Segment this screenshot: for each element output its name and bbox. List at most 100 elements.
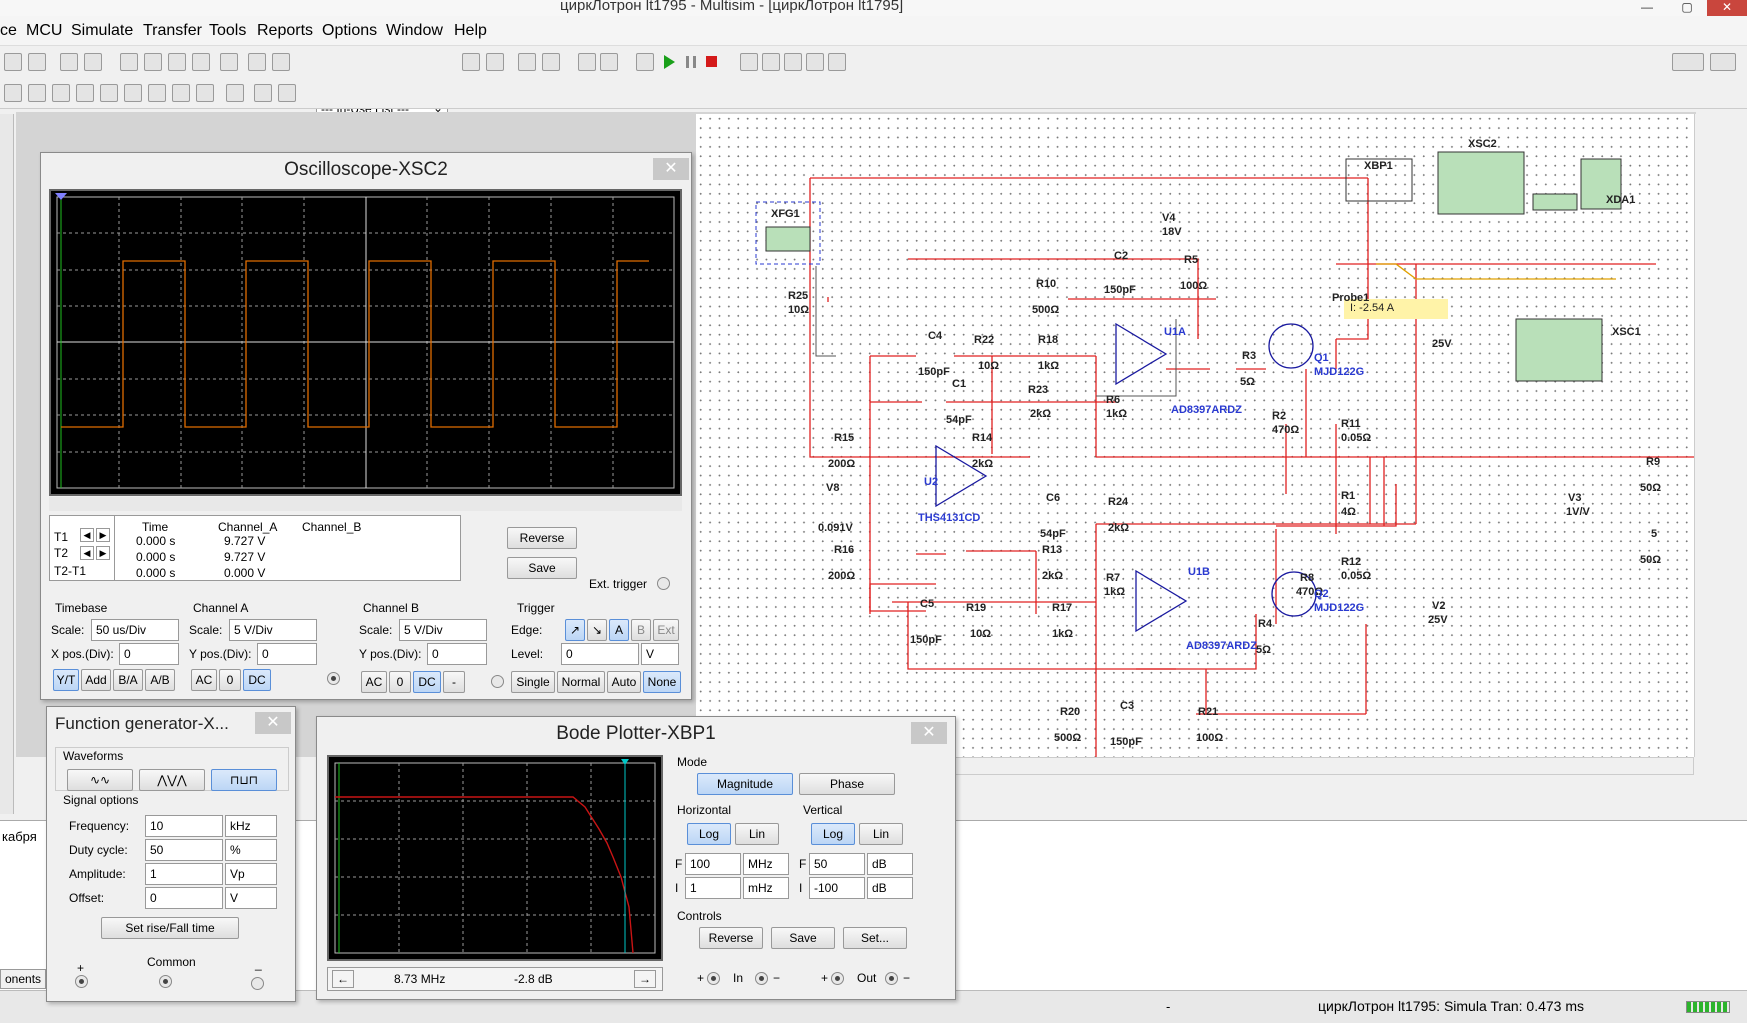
place-indicator-icon[interactable] [196, 84, 214, 102]
zoom-area-icon[interactable] [784, 53, 802, 71]
zoom-in-icon[interactable] [740, 53, 758, 71]
minimize-button[interactable]: — [1641, 0, 1653, 14]
place-ttl-icon[interactable] [124, 84, 142, 102]
place-cmos-icon[interactable] [148, 84, 166, 102]
pause-icon[interactable] [686, 56, 696, 68]
common-terminal[interactable] [159, 975, 172, 988]
place-diode-icon[interactable] [52, 84, 70, 102]
electrical-rules-icon[interactable] [272, 53, 290, 71]
ext-trigger-terminal[interactable] [657, 577, 670, 590]
oscilloscope-close-button[interactable]: ✕ [653, 158, 689, 180]
forward-annotate-icon[interactable] [518, 53, 536, 71]
run-icon[interactable] [664, 55, 675, 69]
chb-ac-button[interactable]: AC [361, 671, 387, 693]
close-button[interactable]: ✕ [1707, 0, 1747, 16]
bode-plotter-close-button[interactable]: ✕ [911, 722, 947, 744]
vertical-final-field[interactable]: 50 [809, 853, 865, 875]
set-rise-fall-button[interactable]: Set rise/Fall time [101, 917, 239, 939]
chb-ypos-field[interactable]: 0 [427, 643, 487, 665]
bode-reverse-button[interactable]: Reverse [699, 927, 763, 949]
annotate-icon[interactable] [542, 53, 560, 71]
duty-cycle-unit[interactable]: % [225, 839, 277, 861]
bode-save-button[interactable]: Save [771, 927, 835, 949]
place-analog-icon[interactable] [100, 84, 118, 102]
horizontal-final-field[interactable]: 100 [685, 853, 741, 875]
amplitude-unit[interactable]: Vp [225, 863, 277, 885]
probe-icon[interactable] [462, 53, 480, 71]
breadboard-icon[interactable] [1710, 53, 1736, 71]
square-wave-icon[interactable]: ⊓⊔⊓ [211, 769, 277, 791]
paste-icon[interactable] [28, 53, 46, 71]
cha-terminal[interactable] [327, 672, 340, 685]
trigger-auto-button[interactable]: Auto [607, 671, 641, 693]
phase-button[interactable]: Phase [799, 773, 895, 795]
cha-ypos-field[interactable]: 0 [257, 643, 317, 665]
menu-window[interactable]: Window [386, 22, 443, 39]
horizontal-lin-button[interactable]: Lin [735, 823, 779, 845]
menu-ce[interactable]: ce [0, 22, 17, 39]
place-source-icon[interactable] [4, 84, 22, 102]
out-minus-terminal[interactable] [885, 972, 898, 985]
plus-terminal[interactable] [75, 975, 88, 988]
menu-options[interactable]: Options [322, 22, 378, 39]
t2-right-arrow-icon[interactable]: ▶ [96, 546, 110, 560]
osc-save-button[interactable]: Save [507, 557, 577, 579]
magnitude-button[interactable]: Magnitude [697, 773, 793, 795]
trigger-none-button[interactable]: None [643, 671, 681, 693]
vertical-log-button[interactable]: Log [811, 823, 855, 845]
components-tab[interactable]: onents [0, 969, 47, 989]
copy-icon[interactable] [4, 53, 22, 71]
ba-button[interactable]: B/A [113, 669, 143, 691]
help-icon[interactable] [600, 53, 618, 71]
horizontal-initial-unit[interactable]: mHz [743, 877, 789, 899]
add-button[interactable]: Add [81, 669, 111, 691]
in-minus-terminal[interactable] [755, 972, 768, 985]
chb-minus-button[interactable]: - [443, 671, 465, 693]
place-misc-icon[interactable] [172, 84, 190, 102]
cha-scale-field[interactable]: 5 V/Div [229, 619, 317, 641]
bode-screen[interactable] [327, 755, 663, 961]
menu-reports[interactable]: Reports [257, 22, 314, 39]
t1-right-arrow-icon[interactable]: ▶ [96, 528, 110, 542]
schematic-canvas[interactable]: XFG1 R25 10Ω V4 18V C2 150pF R5 100Ω R10… [696, 114, 1694, 757]
database-icon[interactable] [168, 53, 186, 71]
place-bus-icon[interactable] [226, 84, 244, 102]
design-toolbox-icon[interactable] [120, 53, 138, 71]
bode-set-button[interactable]: Set... [843, 927, 907, 949]
offset-unit[interactable]: V [225, 887, 277, 909]
t2-left-arrow-icon[interactable]: ◀ [80, 546, 94, 560]
place-hierarchy-icon[interactable] [278, 84, 296, 102]
undo-icon[interactable] [60, 53, 78, 71]
horizontal-initial-field[interactable]: 1 [685, 877, 741, 899]
back-annotate-icon[interactable] [486, 53, 504, 71]
oscilloscope-scrollbar[interactable] [49, 497, 682, 511]
frequency-unit[interactable]: kHz [225, 815, 277, 837]
cha-dc-button[interactable]: DC [243, 669, 271, 691]
t1-left-arrow-icon[interactable]: ◀ [80, 528, 94, 542]
vertical-lin-button[interactable]: Lin [859, 823, 903, 845]
minus-terminal[interactable] [251, 977, 264, 990]
simulate-settings-icon[interactable] [636, 53, 654, 71]
yt-button[interactable]: Y/T [53, 669, 79, 691]
grapher-icon[interactable] [192, 53, 210, 71]
trigger-a-button[interactable]: A [609, 619, 629, 641]
canvas-vertical-scrollbar[interactable] [1694, 114, 1712, 757]
spreadsheet-icon[interactable] [144, 53, 162, 71]
menu-mcu[interactable]: MCU [26, 22, 63, 39]
full-screen-icon[interactable] [828, 53, 846, 71]
trigger-b-button[interactable]: B [631, 619, 651, 641]
maximize-button[interactable]: ▢ [1681, 0, 1693, 14]
menu-help[interactable]: Help [454, 22, 487, 39]
chb-dc-button[interactable]: DC [413, 671, 441, 693]
sine-wave-icon[interactable]: ∿∿ [67, 769, 133, 791]
menu-transfer[interactable]: Transfer [143, 22, 202, 39]
duty-cycle-field[interactable]: 50 [145, 839, 223, 861]
ab-button[interactable]: A/B [145, 669, 175, 691]
chb-terminal[interactable] [491, 675, 504, 688]
zoom-fit-icon[interactable] [806, 53, 824, 71]
vertical-initial-unit[interactable]: dB [867, 877, 913, 899]
trigger-single-button[interactable]: Single [511, 671, 555, 693]
horizontal-final-unit[interactable]: MHz [743, 853, 789, 875]
component-icon[interactable] [248, 53, 266, 71]
oscilloscope-screen[interactable] [49, 189, 682, 496]
